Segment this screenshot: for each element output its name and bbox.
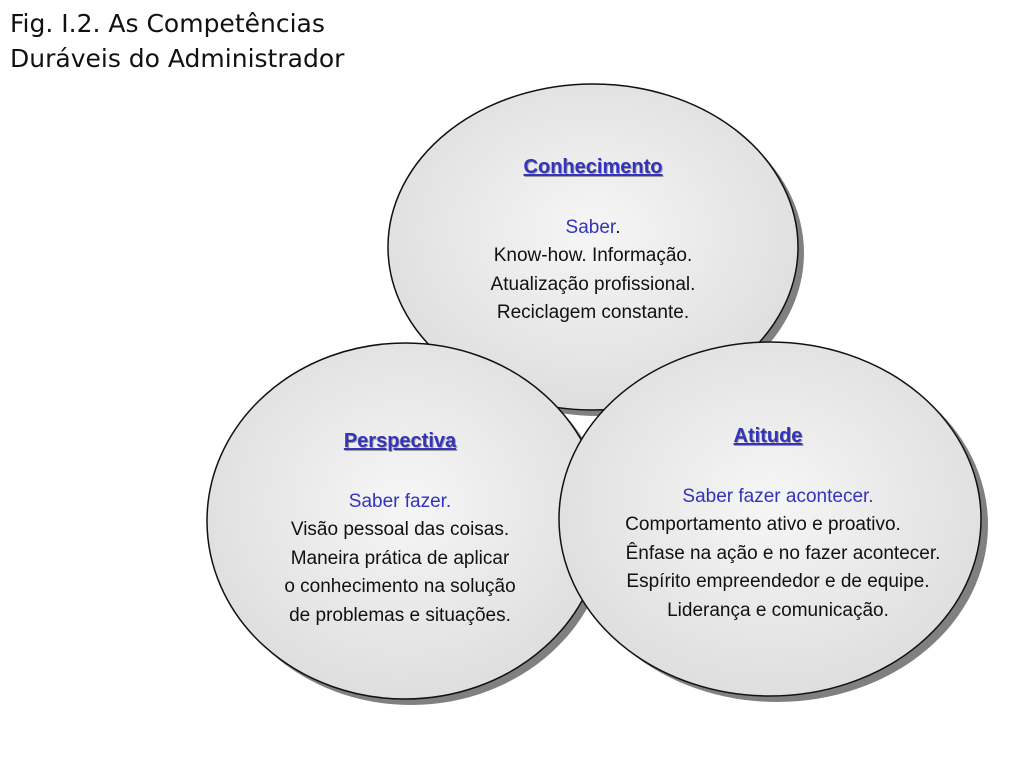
atitude-line-1: Comportamento ativo e proativo. <box>625 514 901 535</box>
conhecimento-subtitle: Saber. <box>433 214 753 243</box>
conhecimento-circle <box>387 83 799 411</box>
conhecimento-subtitle-text: Saber <box>565 216 616 238</box>
atitude-line-4: Liderança e comunicação. <box>667 599 889 621</box>
perspectiva-line-3: o conhecimento na solução <box>284 576 516 597</box>
page-title: Fig. I.2. As Competências Duráveis do Ad… <box>10 6 344 76</box>
conhecimento-line-1: Know-how. Informação. <box>493 245 693 266</box>
perspectiva-line-2: Maneira prática de aplicar <box>290 547 510 569</box>
conhecimento-line-3: Reciclagem constante. <box>496 302 690 323</box>
conhecimento-text: Conhecimento Saber. Know-how. Informação… <box>433 153 753 328</box>
atitude-heading: Atitude <box>733 425 803 447</box>
conhecimento-line-2: Atualização profissional. <box>490 273 696 295</box>
page-title-line-1: Fig. I.2. As Competências <box>10 9 325 38</box>
atitude-subtitle: Saber fazer acontecer. <box>682 485 874 507</box>
perspectiva-subtitle: Saber fazer. <box>348 490 452 512</box>
conhecimento-subtitle-suffix: . <box>615 216 621 238</box>
perspectiva-line-4: de problemas e situações. <box>289 604 511 626</box>
perspectiva-heading: Perspectiva <box>343 430 457 452</box>
perspectiva-text: Perspectiva Saber fazer. Visão pessoal d… <box>240 427 560 630</box>
perspectiva-line-1: Visão pessoal das coisas. <box>290 519 510 540</box>
atitude-circle <box>558 341 982 697</box>
atitude-line-3: Espírito empreendedor e de equipe. <box>626 571 930 592</box>
page-title-line-2: Duráveis do Administrador <box>10 44 345 73</box>
conhecimento-heading: Conhecimento <box>523 156 663 178</box>
atitude-line-2: Ênfase na ação e no fazer acontecer. <box>625 542 941 564</box>
atitude-text: Atitude Saber fazer acontecer. Comportam… <box>578 422 978 625</box>
